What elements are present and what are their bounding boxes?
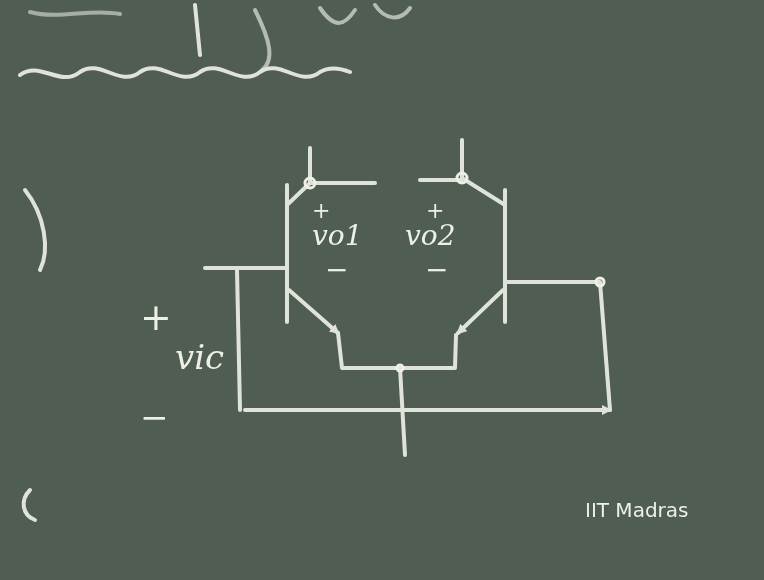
plus-sign: + [140,298,172,336]
output-voltage-label: vo1 [312,222,363,250]
output-voltage-label: vo2 [405,222,456,250]
minus-sign: − [325,256,348,284]
watermark: IIT Madras [585,500,688,520]
plus-sign: + [312,200,330,222]
minus-sign: − [140,400,169,434]
input-voltage-label: vic [175,340,224,374]
minus-sign: − [425,256,448,284]
plus-sign: + [426,200,444,222]
